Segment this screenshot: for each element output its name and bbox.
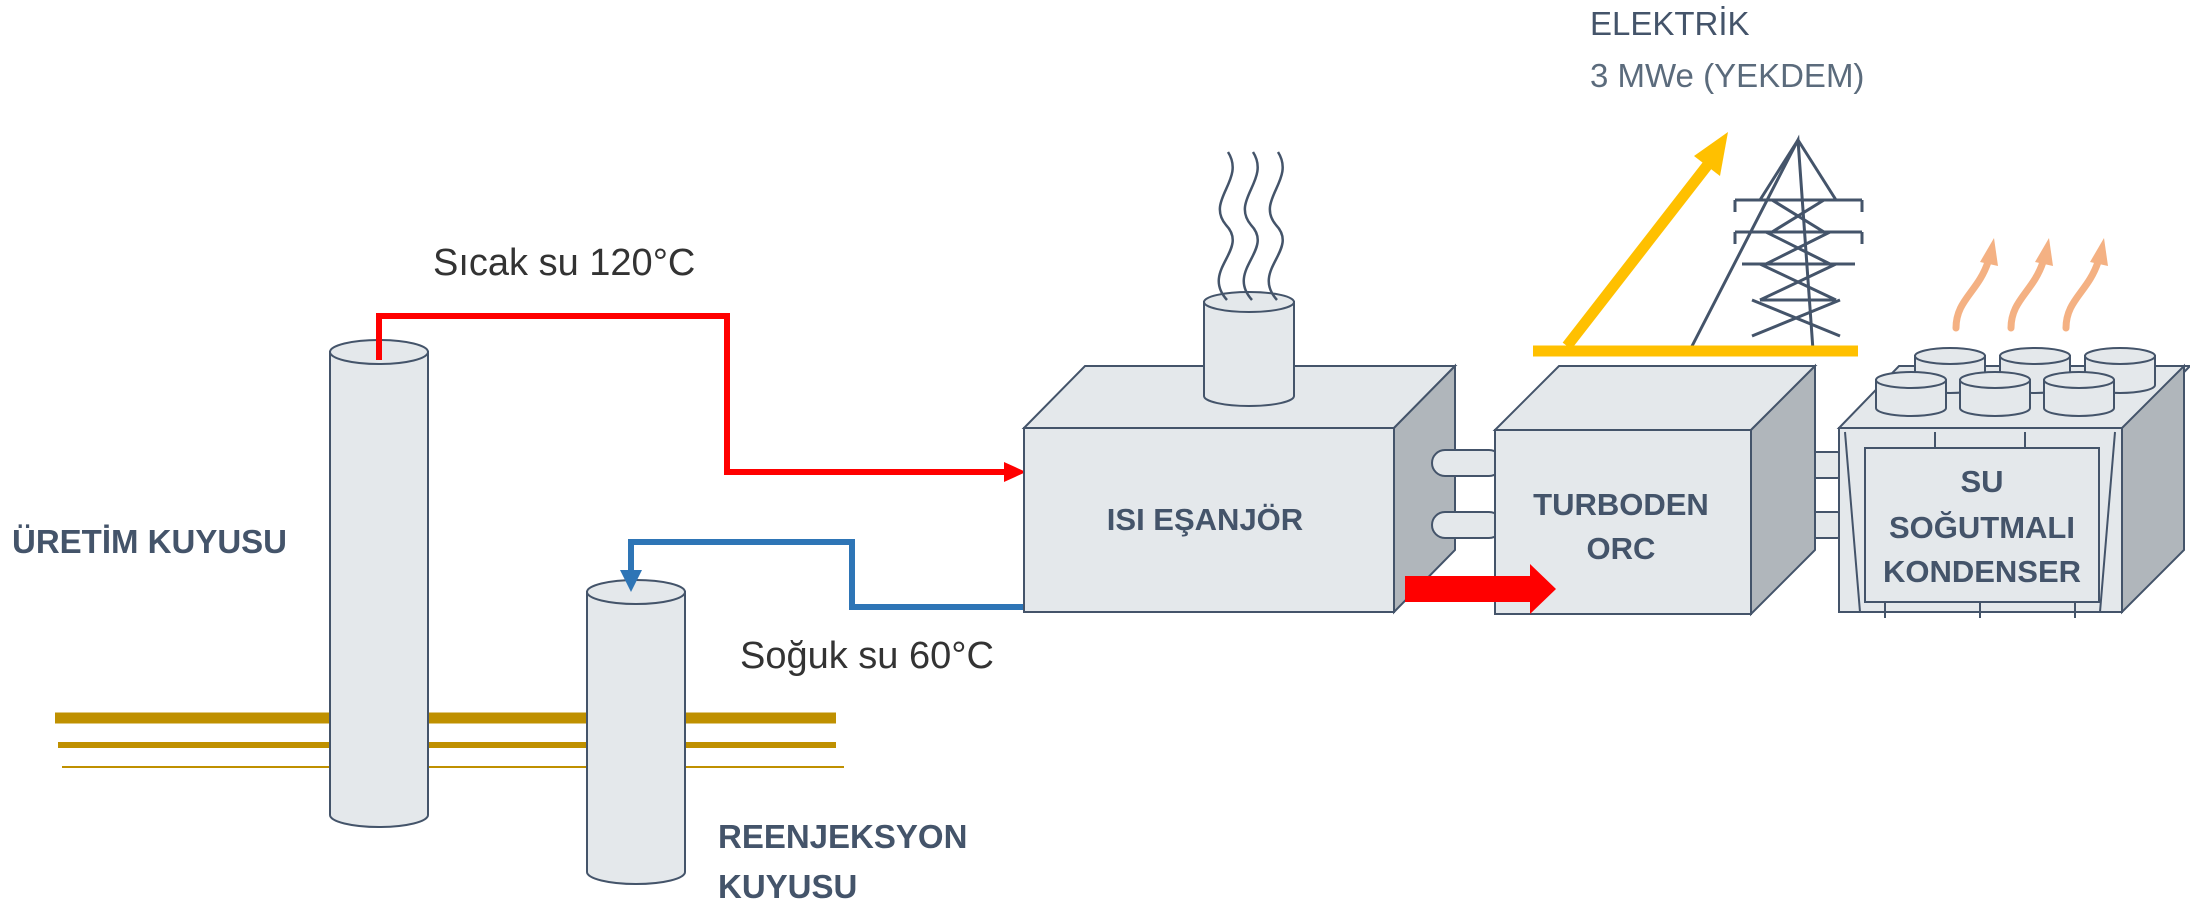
cooling-fans	[1875, 347, 2156, 417]
power-arrowhead	[1694, 132, 1728, 176]
hot-water-arrowhead	[1004, 462, 1026, 482]
label-reenjeksiyon-line2: KUYUSU	[718, 868, 857, 903]
label-elektrik-title: ELEKTRİK	[1590, 5, 1750, 42]
cold-water-arrowhead	[620, 570, 642, 592]
heat-exchanger	[1021, 151, 1458, 615]
vapor-arrow-icon	[1952, 258, 2102, 332]
power-pylon-icon	[1688, 134, 1864, 351]
label-kondenser-line1: SU	[1960, 464, 2003, 499]
label-kondenser-line3: KONDENSER	[1883, 554, 2081, 589]
label-uretim-kuyusu: ÜRETİM KUYUSU	[12, 523, 287, 560]
label-soguk-su: Soğuk su 60°C	[740, 635, 994, 677]
production-well	[329, 339, 429, 828]
reinjection-well	[586, 579, 686, 885]
label-turboden: TURBODEN	[1533, 487, 1709, 522]
ground-layers	[55, 712, 844, 768]
condenser-panel	[1864, 447, 2100, 603]
hot-water-pipe	[376, 313, 1026, 482]
label-orc: ORC	[1587, 531, 1656, 566]
chimney	[1203, 301, 1295, 407]
label-elektrik-value: 3 MWe (YEKDEM)	[1590, 57, 1864, 94]
label-reenjeksiyon-line1: REENJEKSYON	[718, 818, 967, 855]
water-cooled-condenser	[1836, 238, 2190, 618]
label-kondenser-line2: SOĞUTMALI	[1889, 510, 2075, 545]
label-isi-esanjor: ISI EŞANJÖR	[1107, 502, 1303, 537]
cold-water-pipe	[620, 539, 1024, 610]
heat-transfer-arrow	[1405, 564, 1556, 614]
power-output	[1533, 132, 1864, 357]
power-arrow	[1562, 154, 1718, 350]
steam-wave-icon	[1217, 151, 1284, 301]
label-sicak-su: Sıcak su 120°C	[433, 242, 695, 284]
